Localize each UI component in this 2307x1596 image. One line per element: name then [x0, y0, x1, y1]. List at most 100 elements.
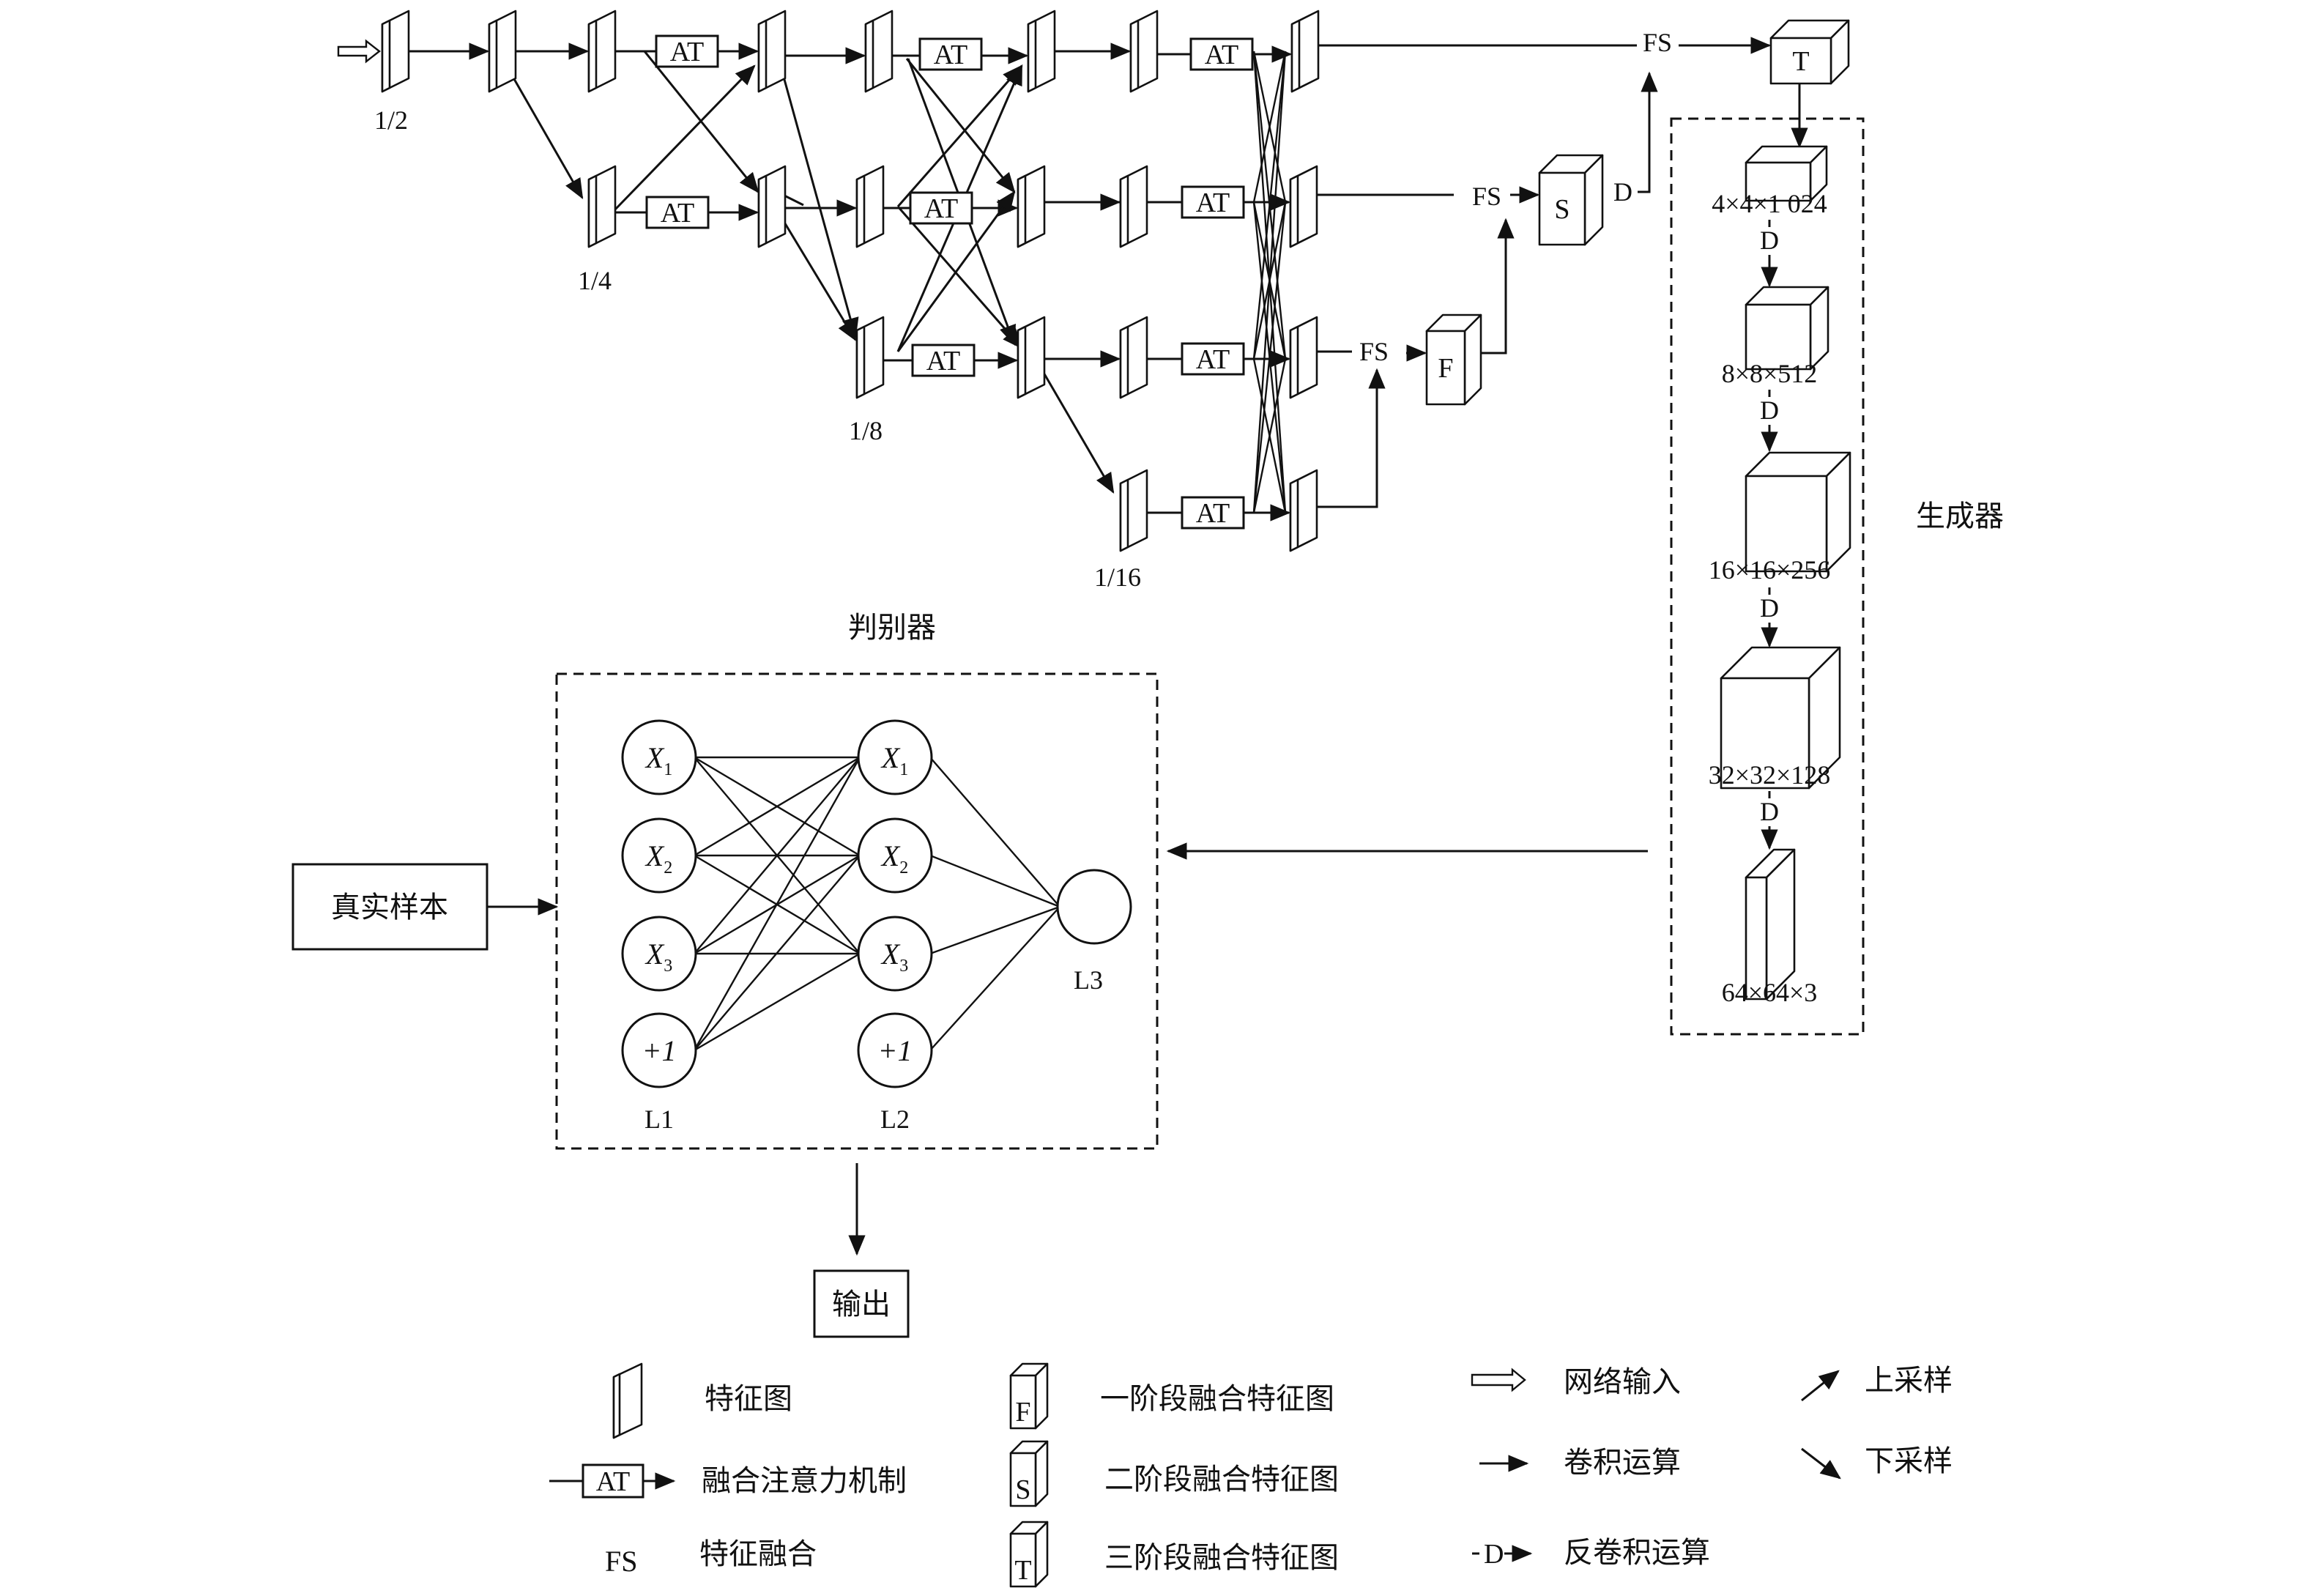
deconv-label: D [1760, 593, 1779, 623]
legend-attention-at: AT [596, 1466, 630, 1497]
feature-map [1017, 316, 1046, 399]
network-input-icon [337, 39, 381, 64]
svg-text:AT: AT [1196, 188, 1230, 218]
fusion-label-low: FS [1359, 337, 1389, 366]
input-node-label: X2 [644, 839, 672, 877]
attention-block: AT [655, 34, 719, 68]
output-box [813, 1269, 910, 1338]
feature-map [757, 165, 787, 248]
discriminator-label: 判别器 [848, 611, 936, 644]
deconv-size-label: 64×64×3 [1722, 978, 1818, 1007]
fusion-label-mid: FS [1472, 182, 1501, 211]
svg-text:F: F [1015, 1397, 1030, 1428]
legend-downsample-icon [1801, 1447, 1841, 1480]
svg-text:T: T [1014, 1555, 1031, 1586]
feature-map [757, 10, 787, 93]
connection-lines [409, 37, 1808, 1052]
hidden-node [857, 817, 933, 894]
svg-text:T: T [1792, 46, 1809, 77]
svg-text:AT: AT [924, 193, 958, 224]
legend-stage3-label: 三阶段融合特征图 [1104, 1541, 1339, 1574]
svg-text:AT: AT [1196, 498, 1230, 529]
feature-map [1027, 10, 1056, 93]
deconv-cube [1720, 646, 1841, 790]
layer-label: L2 [880, 1105, 910, 1134]
attention-block: AT [1181, 342, 1245, 376]
feature-map [587, 165, 617, 248]
real-samples-box [291, 863, 488, 951]
attention-block: AT [909, 191, 973, 225]
svg-text:AT: AT [934, 40, 967, 70]
feature-map [381, 10, 410, 93]
legend-stage2-icon: S [1009, 1440, 1049, 1507]
hidden-node-label: X3 [880, 938, 908, 976]
legend-deconv-label: 反卷积运算 [1564, 1536, 1710, 1569]
legend-stage2-label: 二阶段融合特征图 [1104, 1463, 1339, 1496]
deconv-cube [1745, 145, 1828, 202]
legend: 特征图 AT 融合注意力机制 FS 特征融合 F S T 一阶段融合特征图 二阶… [549, 1362, 1953, 1588]
legend-upsample-icon [1801, 1370, 1840, 1402]
input-node-label: X1 [644, 741, 672, 779]
scale-label: 1/2 [374, 105, 408, 135]
deconv-size-label: 16×16×256 [1709, 555, 1831, 584]
stage1-fused-map: F [1425, 313, 1482, 406]
deconv-cube [1745, 848, 1796, 1001]
input-node [621, 817, 697, 894]
legend-fs-symbol: FS [605, 1545, 638, 1578]
feature-map [1129, 10, 1159, 93]
layer-label: L3 [1074, 965, 1103, 995]
feature-map [855, 316, 885, 399]
legend-upsample-label: 上采样 [1865, 1364, 1953, 1397]
legend-attention-icon [582, 1463, 644, 1499]
svg-text:AT: AT [670, 37, 704, 67]
stage3-fused-map: T [1769, 19, 1850, 85]
feature-map [1119, 316, 1148, 399]
feature-map [488, 10, 517, 93]
hidden-node-label: X2 [880, 839, 908, 877]
legend-attention-label: 融合注意力机制 [702, 1464, 907, 1497]
feature-map [1289, 165, 1318, 248]
attention-block: AT [645, 196, 710, 229]
legend-conv-label: 卷积运算 [1564, 1446, 1681, 1479]
deconv-size-label: 4×4×1 024 [1712, 189, 1827, 218]
legend-stage1-icon: F [1009, 1362, 1049, 1430]
legend-downsample-label: 下采样 [1865, 1444, 1953, 1477]
scale-label: 1/4 [578, 266, 612, 295]
legend-feature-map-icon [612, 1362, 643, 1439]
svg-text:F: F [1438, 353, 1453, 384]
deconv-label: D [1760, 797, 1779, 826]
svg-text:AT: AT [661, 198, 694, 229]
attention-block: AT [911, 344, 976, 377]
legend-stage3-icon: T [1009, 1521, 1049, 1588]
attention-block: AT [918, 37, 983, 71]
hidden-node [857, 719, 933, 795]
layer-label: L1 [644, 1105, 674, 1134]
legend-feature-map-label: 特征图 [705, 1382, 792, 1415]
scale-label: 1/8 [849, 416, 883, 445]
legend-deconv-d: D [1484, 1539, 1504, 1570]
feature-map [1119, 469, 1148, 552]
feature-map [864, 10, 894, 93]
input-node-label: X3 [644, 938, 672, 976]
feature-map [1119, 165, 1148, 248]
legend-network-input-label: 网络输入 [1564, 1365, 1681, 1398]
feature-map [1289, 469, 1318, 552]
deconv-label: D [1760, 396, 1779, 425]
input-node [621, 916, 697, 992]
legend-network-input-icon [1471, 1367, 1526, 1392]
output-node [1056, 869, 1132, 945]
generator-label: 生成器 [1916, 500, 2004, 532]
legend-stage1-label: 一阶段融合特征图 [1100, 1382, 1334, 1415]
feature-map [1017, 165, 1046, 248]
svg-text:AT: AT [1196, 344, 1230, 375]
feature-map [855, 165, 885, 248]
attention-block: AT [1181, 185, 1245, 219]
real-samples-label: 真实样本 [331, 891, 448, 924]
output-label: 输出 [832, 1288, 891, 1321]
hidden-node [857, 916, 933, 992]
hidden-node-label: +1 [878, 1034, 913, 1067]
deconv-cube [1745, 451, 1851, 573]
input-node-label: +1 [642, 1034, 677, 1067]
svg-text:S: S [1554, 194, 1569, 225]
